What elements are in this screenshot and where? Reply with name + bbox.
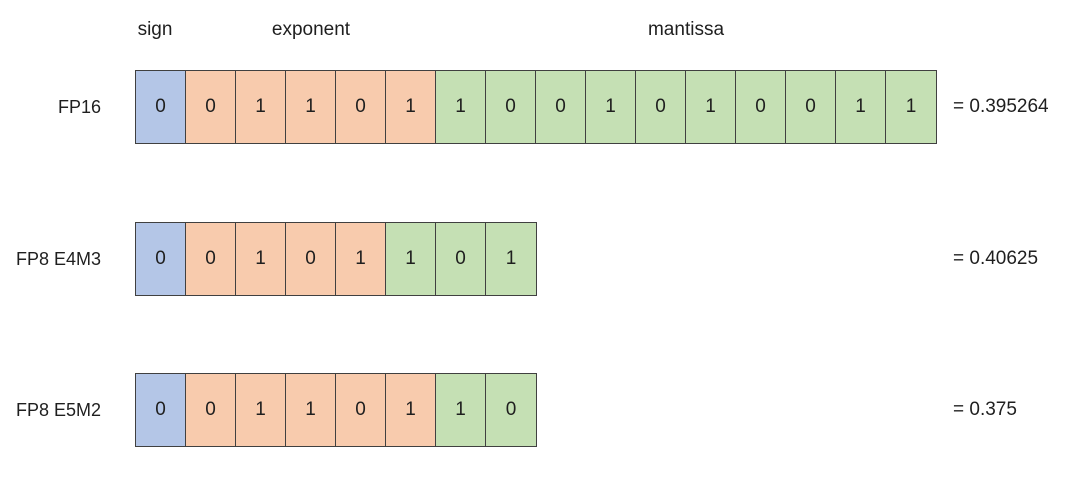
bit-cell-mantissa: 0 [786, 71, 836, 143]
bit-cell-exponent: 0 [186, 223, 236, 295]
decimal-value-label: = 0.40625 [953, 248, 1039, 269]
bit-cell-mantissa: 0 [636, 71, 686, 143]
format-name-label: FP16 [57, 96, 101, 117]
bit-cell-exponent: 0 [186, 71, 236, 143]
bit-cell-exponent: 1 [386, 374, 436, 446]
bit-cell-exponent: 1 [236, 71, 286, 143]
bit-cell-mantissa: 1 [586, 71, 636, 143]
bit-cell-mantissa: 1 [436, 374, 486, 446]
bit-cell-sign: 0 [136, 374, 186, 446]
format-name-label: FP8 E4M3 [15, 248, 101, 269]
bit-cell-mantissa: 0 [486, 71, 536, 143]
bit-cell-exponent: 1 [386, 71, 436, 143]
bit-cell-exponent: 0 [336, 71, 386, 143]
format-name-label: FP8 E5M2 [15, 399, 101, 420]
bit-cell-mantissa: 0 [486, 374, 536, 446]
bit-cell-mantissa: 0 [436, 223, 486, 295]
bit-cell-mantissa: 1 [436, 71, 486, 143]
sign-field-label: sign [137, 19, 173, 40]
bit-cell-mantissa: 1 [836, 71, 886, 143]
bit-cell-exponent: 1 [236, 374, 286, 446]
bit-cell-exponent: 1 [336, 223, 386, 295]
bit-cell-exponent: 0 [336, 374, 386, 446]
bit-cell-mantissa: 0 [736, 71, 786, 143]
decimal-value-label: = 0.395264 [953, 96, 1049, 117]
bit-cell-exponent: 1 [286, 374, 336, 446]
exponent-field-label: exponent [271, 19, 351, 40]
bit-cell-sign: 0 [136, 71, 186, 143]
decimal-value-label: = 0.375 [953, 399, 1017, 420]
bit-cell-mantissa: 1 [686, 71, 736, 143]
bit-cell-sign: 0 [136, 223, 186, 295]
mantissa-field-label: mantissa [647, 19, 725, 40]
bit-cell-exponent: 0 [286, 223, 336, 295]
bit-cell-exponent: 1 [236, 223, 286, 295]
bit-cell-mantissa: 0 [536, 71, 586, 143]
bit-cell-mantissa: 1 [886, 71, 936, 143]
bit-cell-exponent: 1 [286, 71, 336, 143]
bit-cell-mantissa: 1 [486, 223, 536, 295]
bit-cell-mantissa: 1 [386, 223, 436, 295]
bit-cell-exponent: 0 [186, 374, 236, 446]
